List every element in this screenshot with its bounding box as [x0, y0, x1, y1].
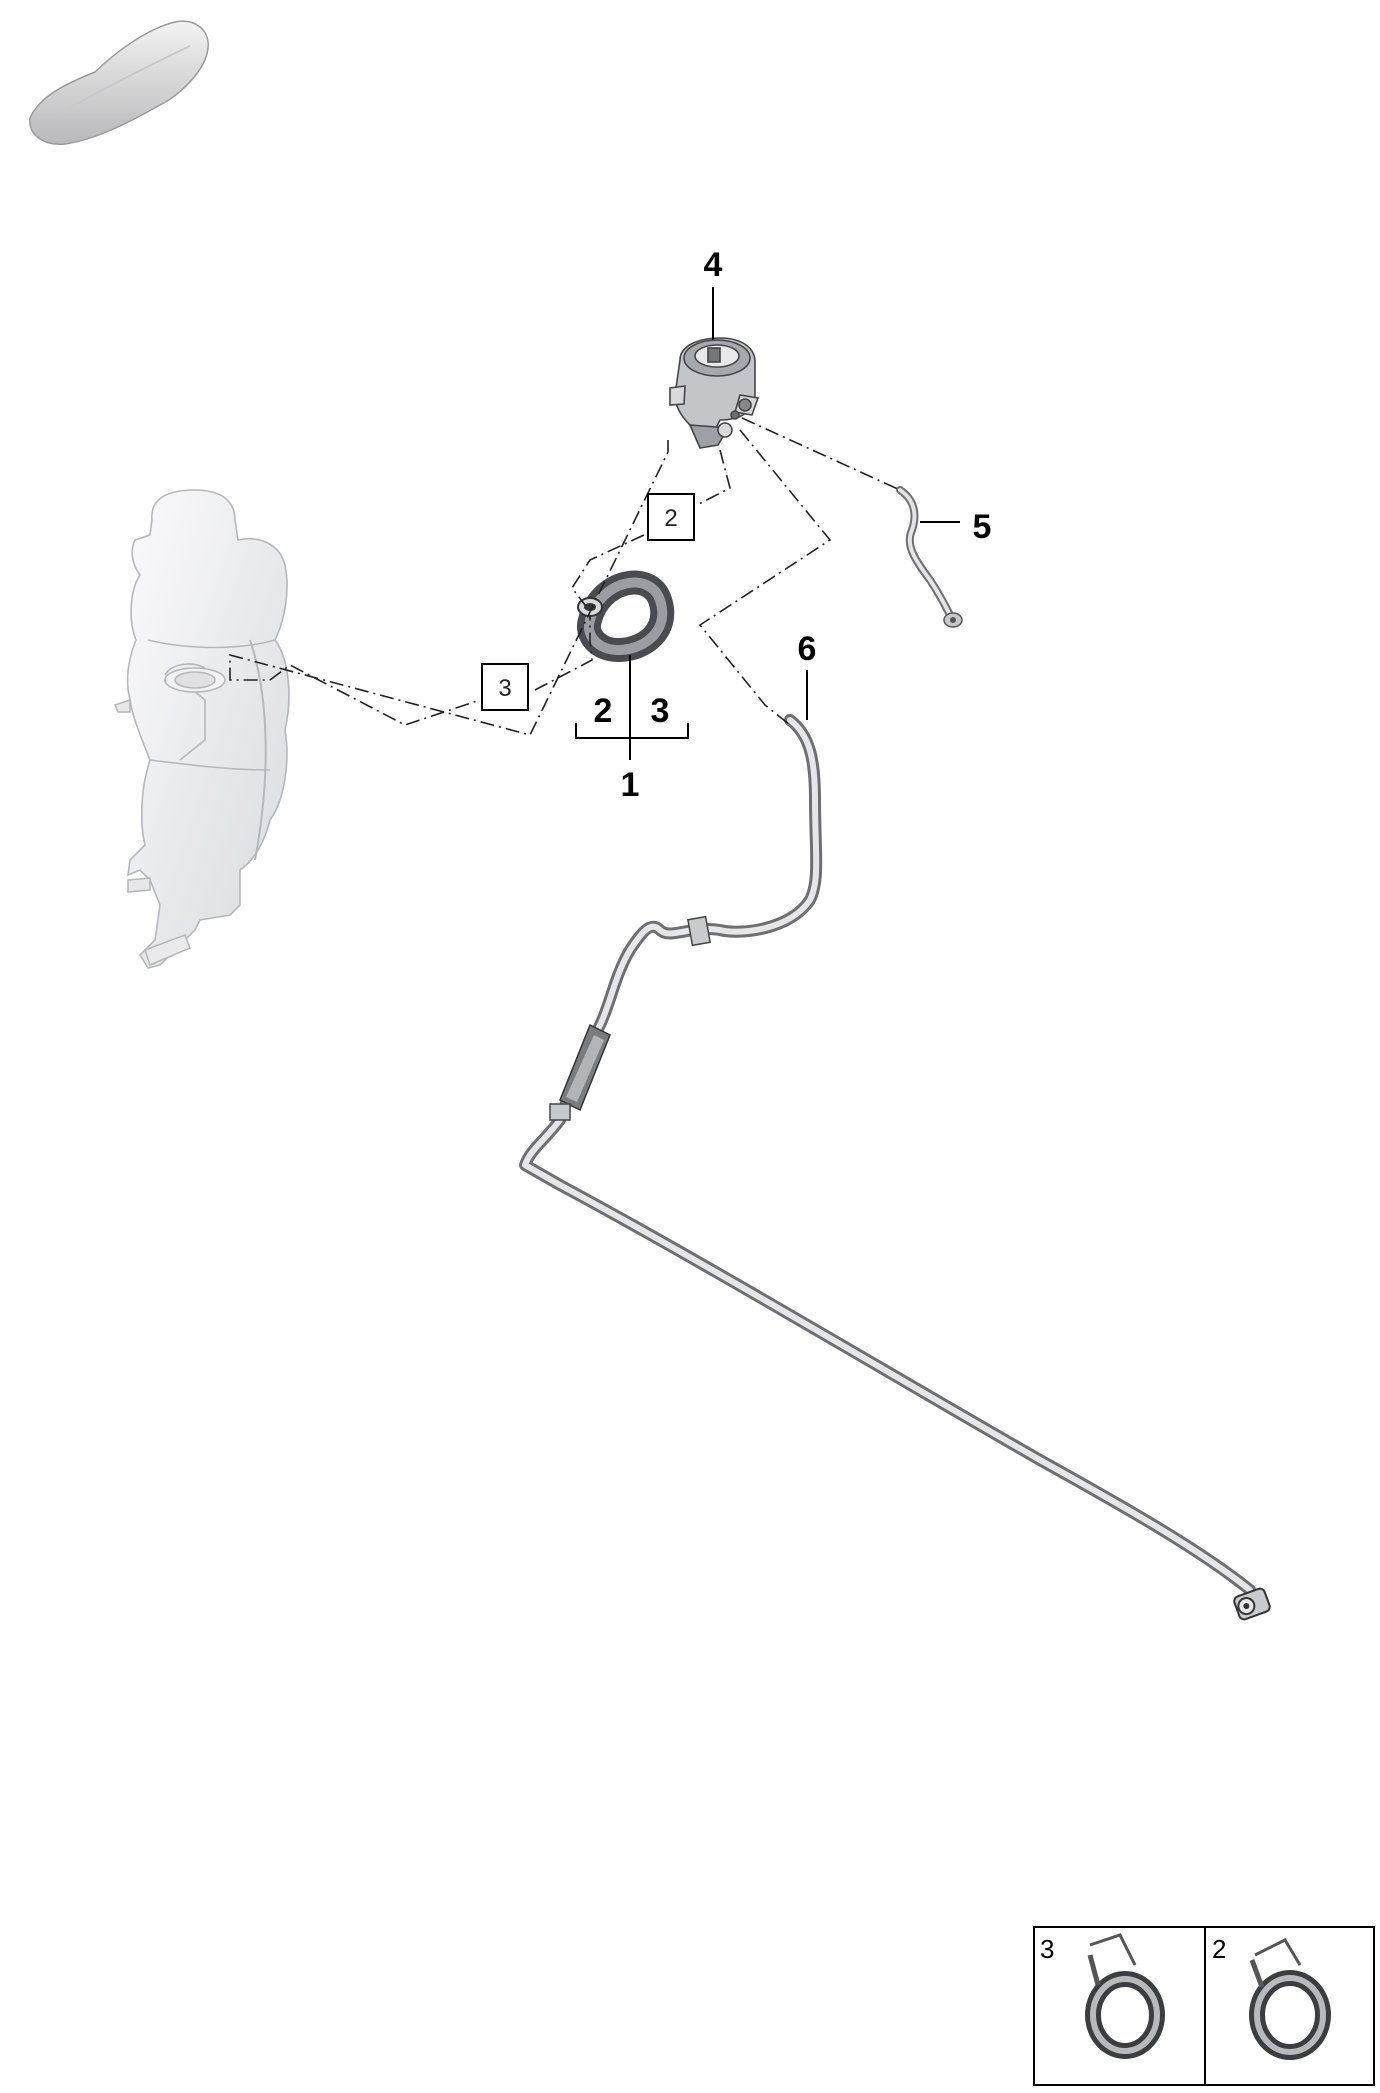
callout-6: 6	[798, 630, 817, 668]
legend-right-label: 2	[1212, 1934, 1226, 1964]
car-silhouette-icon	[29, 20, 209, 145]
callout-1: 1	[621, 766, 640, 804]
connection-lines	[229, 417, 901, 736]
boxed-ref-3: 3	[481, 663, 529, 711]
hose-clamp-icon	[1249, 1938, 1331, 2060]
boxed-ref-3-label: 3	[498, 675, 511, 702]
clamp-legend: 3 2	[1033, 1926, 1375, 2086]
boxed-ref-2: 2	[647, 493, 695, 541]
boxed-ref-2-label: 2	[664, 505, 677, 532]
callout-2: 2	[594, 692, 613, 730]
valve-icon	[669, 337, 760, 449]
hose-clamp-icon	[1085, 1933, 1165, 2059]
callout-4: 4	[704, 246, 723, 284]
legend-left-label: 3	[1040, 1934, 1054, 1964]
expansion-tank-icon	[113, 489, 290, 969]
small-pipe-icon	[896, 486, 963, 628]
callout-5: 5	[973, 508, 992, 546]
callout-3: 3	[651, 692, 670, 730]
long-pipe-icon	[519, 714, 1271, 1621]
leader-lines	[575, 287, 960, 760]
